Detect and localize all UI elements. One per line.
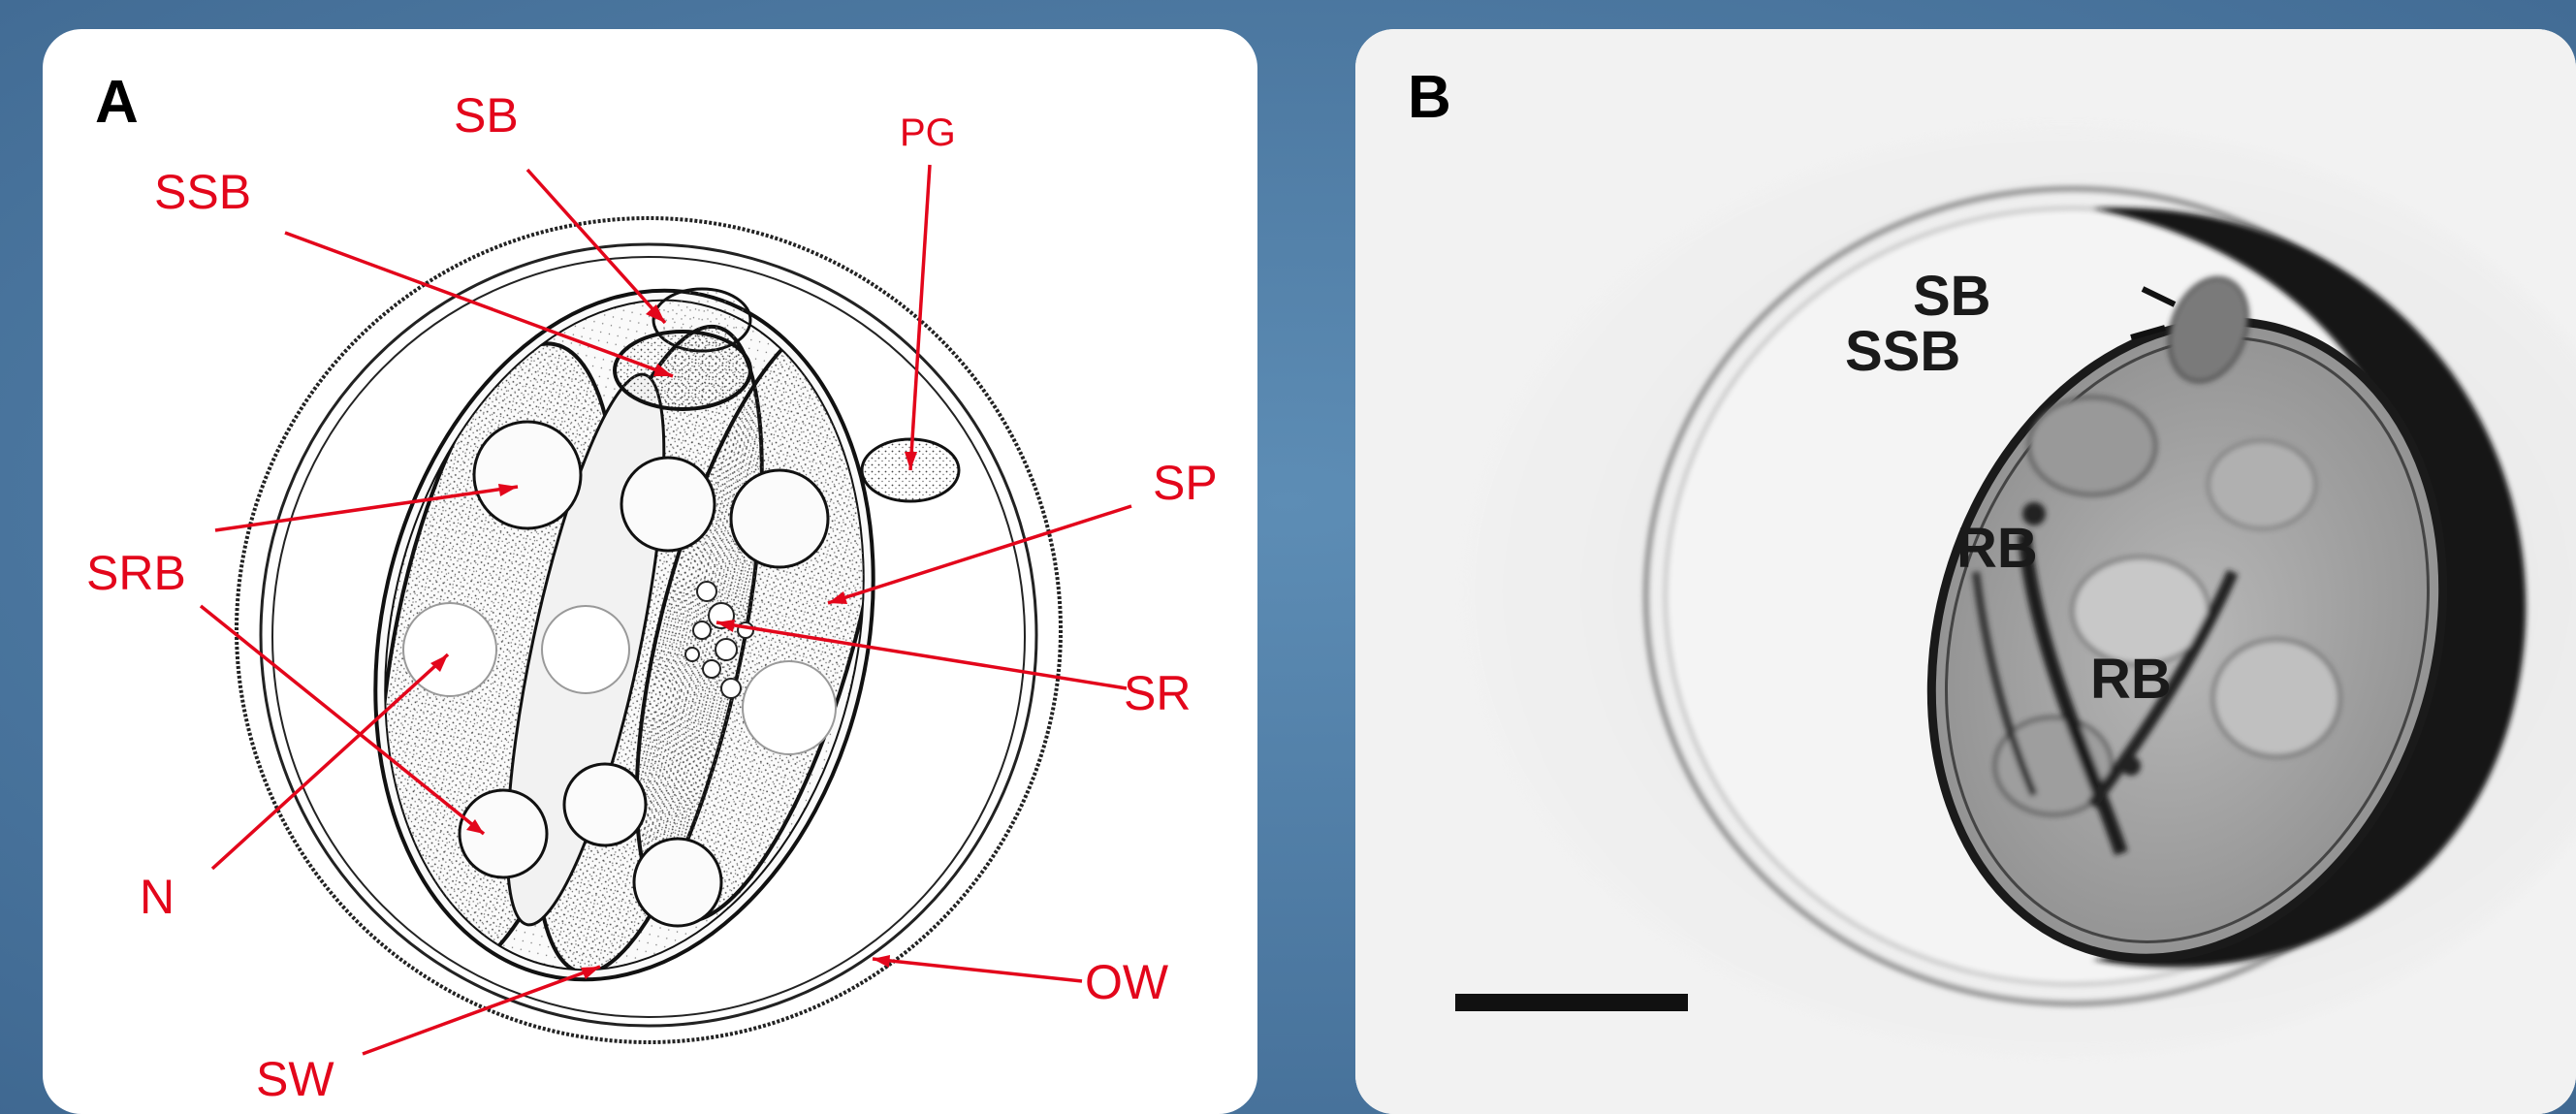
panel-b-micrograph: SB SSB RB RB B [1355,29,2576,1114]
label-rb-2: RB [2090,648,2172,711]
label-n: N [140,870,175,924]
label-sb: SB [454,88,519,143]
panel-letter-a: A [95,68,139,137]
panel-letter-b: B [1408,63,1451,132]
label-ssb: SSB [154,165,251,219]
label-srb: SRB [86,546,186,600]
label-ssb: SSB [1845,320,1960,383]
label-ow: OW [1085,955,1169,1009]
panel-a-drawing: SB SSB PG SP SRB SR N OW SW A [43,29,1257,1114]
scale-bar [1455,994,1688,1011]
label-sb: SB [1913,265,1991,328]
label-rb-1: RB [1956,517,2038,580]
oocyst-micrograph: SB SSB RB RB [1355,29,2576,1114]
label-sw: SW [256,1052,334,1106]
oocyst-drawing: SB SSB PG SP SRB SR N OW SW [43,29,1257,1114]
label-sr: SR [1124,666,1191,720]
substieda-body [615,332,750,409]
label-pg: PG [900,111,956,154]
label-sp: SP [1153,456,1218,510]
